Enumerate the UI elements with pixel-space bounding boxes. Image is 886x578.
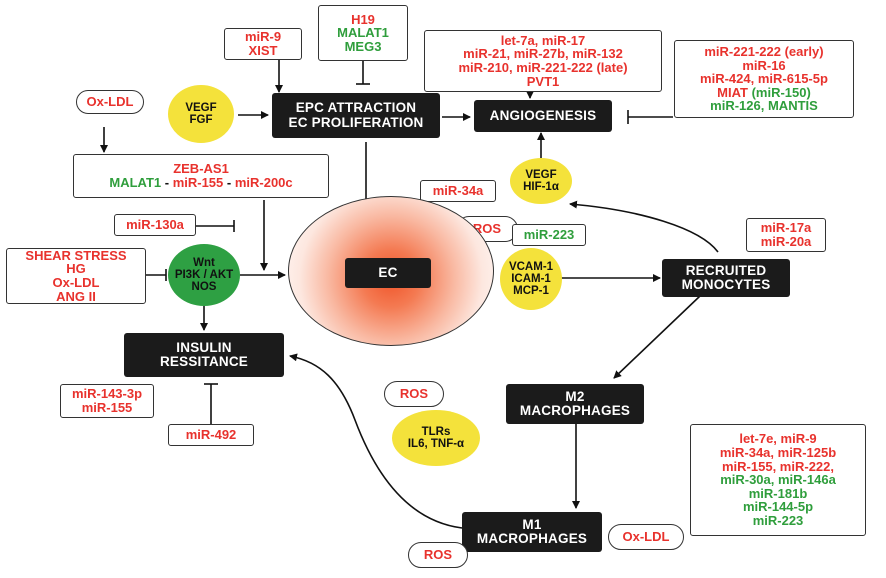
ec-label-box: EC	[345, 258, 431, 288]
label-line: miR-223	[752, 513, 804, 529]
arrow-monocytes-to-m2	[613, 295, 701, 379]
mir9-xist-box: miR-9 XIST	[224, 28, 302, 60]
label-line: MALAT1	[337, 25, 389, 41]
label-part: -	[161, 175, 173, 190]
mir130a-box: miR-130a	[114, 214, 196, 236]
tlrs-circle: TLRs IL6, TNF-α	[392, 410, 480, 466]
label-line: miR-126, MANTIS	[710, 98, 818, 114]
label-part: miR-200c	[234, 175, 293, 190]
label-line: IL6, TNF-α	[407, 438, 465, 450]
label-line: SHEAR STRESS	[25, 247, 127, 263]
label-line: miR-144-5p	[742, 499, 814, 515]
arrow-m1-to-insulin	[289, 353, 463, 529]
shear-stress-box: SHEAR STRESS HG Ox-LDL ANG II	[6, 248, 146, 304]
mir17a-box: miR-17a miR-20a	[746, 218, 826, 252]
label-line: miR-221-222 (early)	[704, 43, 824, 59]
label-line: miR-155	[81, 400, 133, 415]
label-line: miR-424, miR-615-5p	[700, 71, 828, 87]
insulin-resistance-box: INSULIN RESSITANCE	[124, 333, 284, 377]
label-line: miR-181b	[748, 485, 808, 501]
mir221-box: miR-221-222 (early) miR-16 miR-424, miR-…	[674, 40, 854, 118]
label-line: MONOCYTES	[681, 277, 771, 292]
label-part: miR-155	[172, 175, 224, 190]
label-line: miR-20a	[760, 234, 812, 249]
label-line: miR-155, miR-222,	[722, 458, 834, 474]
label-line: ZEB-AS1	[173, 161, 229, 177]
zeb-as1-box: ZEB-AS1 MALAT1 - miR-155 - miR-200c	[73, 154, 329, 198]
label-line: miR-9	[244, 29, 282, 45]
mir223-mid-box: miR-223	[512, 224, 586, 246]
label-line: MACROPHAGES	[476, 531, 588, 546]
label-part: MIAT	[717, 84, 752, 100]
label-part: MALAT1	[109, 175, 162, 190]
label-line: M1	[522, 516, 542, 532]
label-line: ICAM-1	[511, 272, 551, 285]
vegf-fgf-circle: VEGF FGF	[168, 85, 234, 143]
angiogenesis-box: ANGIOGENESIS	[474, 100, 612, 132]
m2-macrophages-box: M2 MACROPHAGES	[506, 384, 644, 424]
label-line: TLRs	[421, 425, 451, 438]
vcam-circle: VCAM-1 ICAM-1 MCP-1	[500, 248, 562, 310]
label-line: MCP-1	[513, 285, 549, 298]
label-line: EPC ATTRACTION	[295, 100, 417, 116]
label-line: EC PROLIFERATION	[288, 114, 424, 130]
label-line: let-7a, miR-17	[500, 32, 586, 48]
label-line: Wnt	[193, 256, 215, 269]
label-line: MEG3	[344, 38, 382, 54]
label-line: H19	[351, 11, 375, 27]
label-line: NOS	[191, 281, 217, 294]
label-line: Ox-LDL	[52, 275, 100, 290]
ros-bottom-pill: ROS	[408, 542, 468, 568]
label-line: XIST	[248, 43, 278, 58]
label-line: let-7e, miR-9	[739, 431, 817, 447]
recruited-monocytes-box: RECRUITED MONOCYTES	[662, 259, 790, 297]
label-line: miR-16	[742, 57, 786, 73]
label-line: ANG II	[56, 288, 96, 304]
label-line: EC	[378, 264, 398, 280]
label-line: HIF-1α	[523, 181, 559, 193]
wnt-circle: Wnt PI3K / AKT NOS	[168, 244, 240, 306]
oxldl-top-pill: Ox-LDL	[76, 90, 144, 114]
ros-left-pill: ROS	[384, 381, 444, 407]
h19-box: H19 MALAT1 MEG3	[318, 5, 408, 61]
let7a-box: let-7a, miR-17 miR-21, miR-27b, miR-132 …	[424, 30, 662, 92]
label-line: HG	[66, 261, 86, 277]
oxldl-bottom-pill: Ox-LDL	[608, 524, 684, 550]
label-line: miR-34a, miR-125b	[719, 444, 837, 460]
label-line: VCAM-1	[508, 260, 554, 273]
label-line: VEGF	[525, 168, 557, 181]
label-line: miR-17a	[760, 220, 812, 236]
label-line: MACROPHAGES	[519, 403, 631, 418]
let7e-box: let-7e, miR-9 miR-34a, miR-125b miR-155,…	[690, 424, 866, 536]
label-line: miR-30a, miR-146a	[720, 472, 836, 488]
label-line: MALAT1 - miR-155 - miR-200c	[109, 176, 292, 190]
label-part: (miR-150)	[751, 84, 811, 100]
mir34a-top-box: miR-34a	[420, 180, 496, 202]
label-line: VEGF	[185, 101, 217, 114]
epc-attraction-box: EPC ATTRACTION EC PROLIFERATION	[272, 93, 440, 138]
mir143-box: miR-143-3p miR-155	[60, 384, 154, 418]
mir492-box: miR-492	[168, 424, 254, 446]
label-line: miR-143-3p	[71, 386, 143, 402]
vegf-hif-circle: VEGF HIF-1α	[510, 158, 572, 204]
label-line: miR-210, miR-221-222 (late)	[458, 60, 628, 75]
label-line: PI3K / AKT	[174, 268, 234, 281]
label-line: INSULIN	[176, 339, 232, 355]
label-line: MIAT (miR-150)	[717, 84, 811, 100]
label-line: ANGIOGENESIS	[489, 107, 597, 123]
label-line: miR-21, miR-27b, miR-132	[463, 46, 623, 62]
arrow-monocytes-to-vegf-hif	[569, 200, 719, 253]
m1-macrophages-box: M1 MACROPHAGES	[462, 512, 602, 552]
label-part: -	[223, 175, 235, 190]
label-line: PVT1	[526, 73, 560, 89]
label-line: RECRUITED	[685, 262, 767, 278]
label-line: FGF	[189, 114, 213, 126]
label-line: M2	[565, 388, 585, 404]
label-line: RESSITANCE	[159, 354, 248, 369]
